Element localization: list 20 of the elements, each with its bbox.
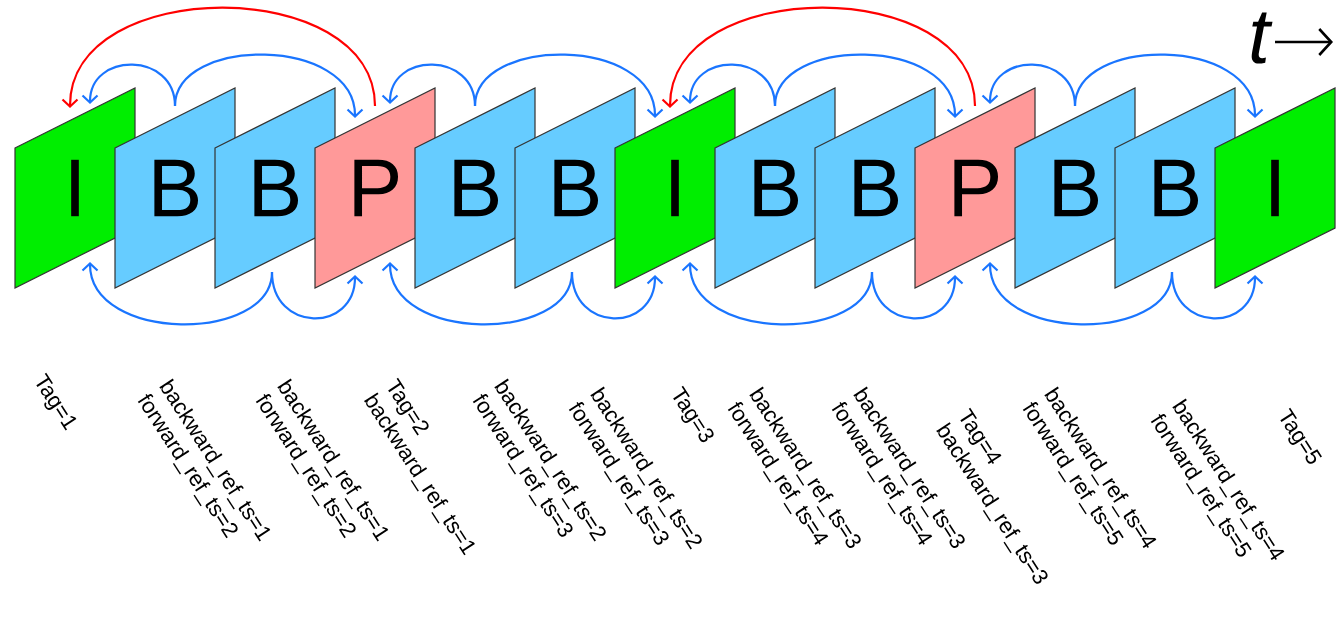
arrow	[473, 53, 664, 118]
arrow	[81, 63, 177, 107]
frame: I	[1214, 87, 1336, 289]
time-label: t	[1251, 12, 1273, 64]
arrow	[173, 53, 364, 118]
arrow	[1170, 271, 1264, 320]
arrow	[570, 271, 664, 320]
arrow	[681, 262, 874, 326]
arrow	[1073, 53, 1264, 118]
arrow	[381, 63, 477, 107]
arrow	[681, 63, 777, 107]
arrow	[61, 6, 377, 108]
arrow	[270, 271, 364, 320]
arrow	[773, 53, 964, 118]
arrow	[661, 6, 977, 108]
arrow	[981, 262, 1174, 326]
arrow	[381, 262, 574, 326]
arrow	[81, 262, 274, 326]
arrow	[870, 271, 964, 320]
arrow	[981, 63, 1077, 107]
